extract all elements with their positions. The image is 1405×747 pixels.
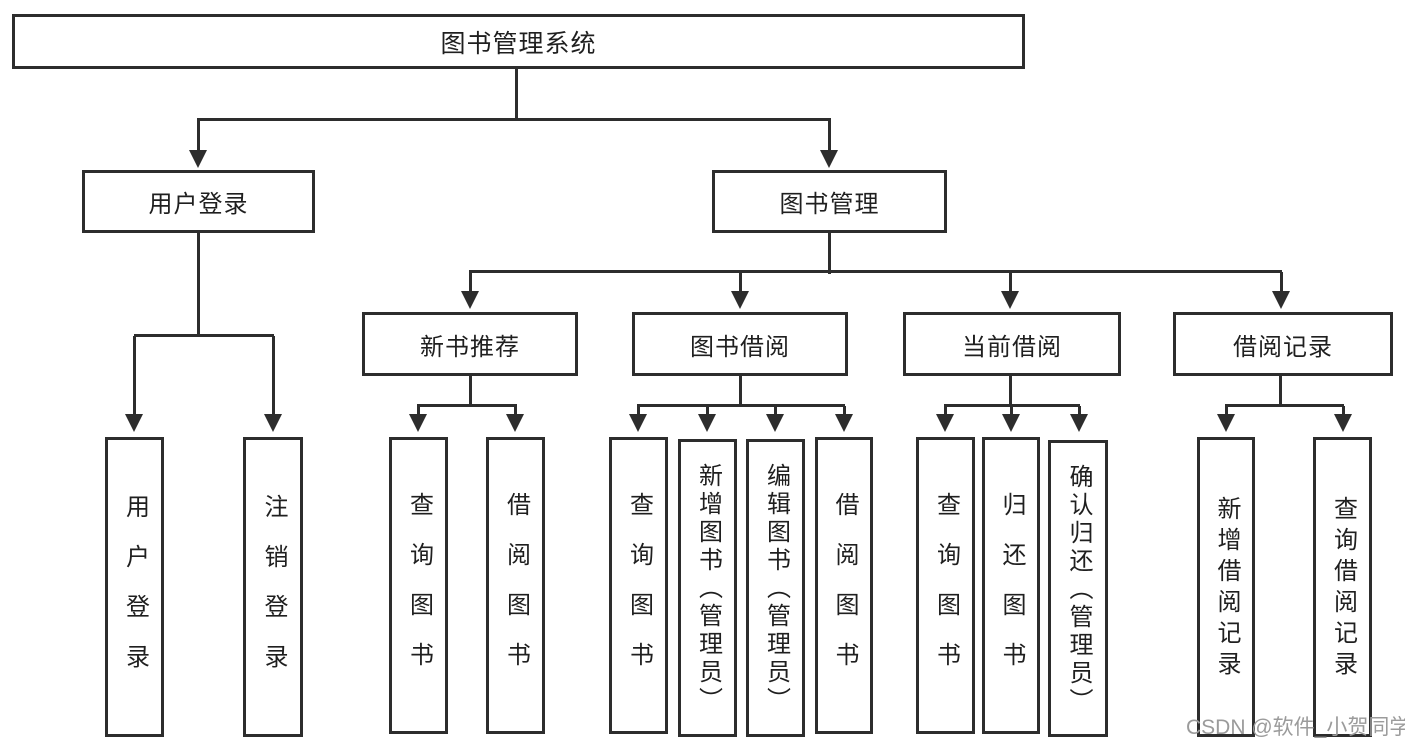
connector-line [706, 406, 709, 416]
leaf-label: 归还图书 [998, 492, 1025, 692]
node-current-borrow: 当前借阅 [903, 312, 1121, 376]
connector-line [515, 68, 518, 121]
leaf-user-login: 用户登录 [105, 437, 164, 737]
arrow-down-icon [629, 414, 647, 432]
leaf-label: 借阅图书 [502, 492, 530, 692]
leaf-recommend-borrow-book: 借阅图书 [486, 437, 545, 734]
leaf-label: 新增图书（管理员） [694, 463, 722, 715]
leaf-label: 确认归还（管理员） [1065, 463, 1092, 716]
leaf-records-add-record: 新增借阅记录 [1197, 437, 1255, 737]
arrow-down-icon [506, 414, 524, 432]
node-root: 图书管理系统 [12, 14, 1025, 69]
leaf-recommend-query-book: 查询图书 [389, 437, 448, 734]
connector-line [469, 376, 472, 407]
leaf-records-query-record: 查询借阅记录 [1313, 437, 1372, 737]
arrow-down-icon [936, 414, 954, 432]
leaf-label: 用户登录 [121, 493, 149, 694]
leaf-borrow-query-book: 查询图书 [609, 437, 668, 734]
arrow-down-icon [1272, 291, 1290, 309]
node-label: 图书管理 [779, 191, 880, 218]
connector-line [739, 376, 742, 407]
node-label: 当前借阅 [962, 333, 1062, 361]
leaf-label: 借阅图书 [831, 492, 858, 692]
leaf-label: 查询图书 [932, 492, 960, 692]
arrow-down-icon [1217, 414, 1235, 432]
node-user-login: 用户登录 [82, 170, 315, 233]
node-book-management: 图书管理 [712, 170, 947, 233]
arrow-down-icon [698, 414, 716, 432]
node-label: 用户登录 [148, 191, 249, 218]
leaf-label: 编辑图书（管理员） [762, 463, 790, 715]
arrow-down-icon [731, 291, 749, 309]
arrow-down-icon [1001, 291, 1019, 309]
arrow-down-icon [820, 150, 838, 168]
arrow-down-icon [461, 291, 479, 309]
connector-line [944, 406, 947, 416]
leaf-label: 查询借阅记录 [1329, 496, 1357, 682]
arrow-down-icon [264, 414, 282, 432]
arrow-down-icon [1334, 414, 1352, 432]
node-new-book-recommend: 新书推荐 [362, 312, 578, 376]
node-borrow-records: 借阅记录 [1173, 312, 1393, 376]
connector-line [1078, 406, 1081, 416]
connector-line [1342, 406, 1345, 416]
leaf-current-query-book: 查询图书 [916, 437, 975, 734]
connector-line [197, 120, 200, 154]
connector-line [469, 270, 1282, 273]
connector-line [1009, 376, 1012, 407]
leaf-current-return-book: 归还图书 [982, 437, 1040, 734]
connector-line [417, 404, 517, 407]
node-label: 图书管理系统 [440, 29, 597, 58]
connector-line [1225, 404, 1344, 407]
connector-line [197, 233, 200, 336]
connector-line [1010, 406, 1013, 416]
connector-line [417, 406, 420, 416]
arrow-down-icon [1002, 414, 1020, 432]
connector-line [134, 334, 274, 337]
node-label: 借阅记录 [1233, 333, 1333, 361]
connector-line [637, 406, 640, 416]
connector-line [1280, 272, 1283, 292]
connector-line [1225, 406, 1228, 416]
leaf-label: 查询图书 [625, 492, 653, 692]
connector-line [843, 406, 846, 416]
arrow-down-icon [766, 414, 784, 432]
connector-line [272, 336, 275, 416]
arrow-down-icon [409, 414, 427, 432]
connector-line [133, 336, 136, 416]
connector-line [944, 404, 1080, 407]
connector-line [197, 118, 831, 121]
arrow-down-icon [125, 414, 143, 432]
connector-line [469, 272, 472, 292]
leaf-label: 查询图书 [405, 492, 433, 692]
arrow-down-icon [1070, 414, 1088, 432]
arrow-down-icon [189, 150, 207, 168]
leaf-borrow-add-book-admin: 新增图书（管理员） [678, 439, 737, 737]
connector-line [739, 272, 742, 292]
leaf-label: 新增借阅记录 [1213, 496, 1240, 682]
leaf-borrow-edit-book-admin: 编辑图书（管理员） [746, 439, 805, 737]
watermark: CSDN @软件_小贺同学 [1186, 716, 1405, 739]
connector-line [1009, 272, 1012, 292]
leaf-logout: 注销登录 [243, 437, 303, 737]
connector-line [637, 404, 845, 407]
node-label: 新书推荐 [420, 333, 520, 361]
connector-line [1279, 376, 1282, 407]
leaf-current-confirm-return-admin: 确认归还（管理员） [1048, 440, 1108, 737]
leaf-borrow-borrow-book: 借阅图书 [815, 437, 873, 734]
leaf-label: 注销登录 [260, 493, 287, 694]
arrow-down-icon [835, 414, 853, 432]
node-book-borrow: 图书借阅 [632, 312, 848, 376]
node-label: 图书借阅 [690, 333, 790, 361]
connector-line [828, 233, 831, 274]
connector-line [514, 406, 517, 416]
connector-line [828, 120, 831, 154]
connector-line [774, 406, 777, 416]
